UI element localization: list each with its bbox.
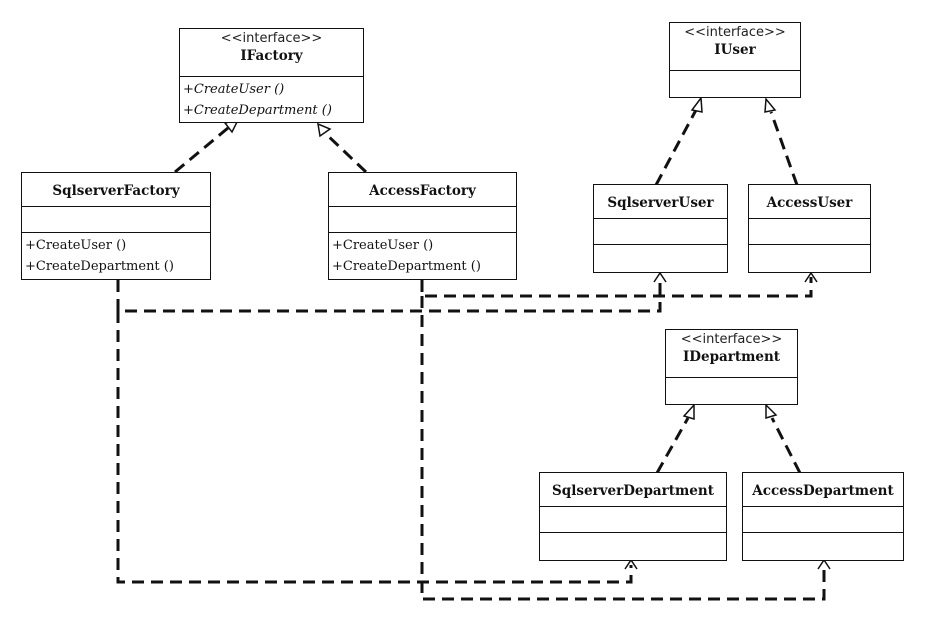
operation: +CreateDepartment () [25,259,174,274]
realization-arrowhead-icon [764,97,777,113]
attributes-compartment [749,219,870,245]
class-name: IDepartment [682,349,781,365]
class-header: <<interface>> IUser [670,23,800,71]
class-header: <<interface>> IFactory [180,29,363,77]
stereotype-label: <<interface>> [680,332,783,347]
class-header: AccessFactory [329,173,516,207]
realization-arrowhead-icon [682,403,695,421]
dependency-arrowhead-icon [804,271,818,283]
dependency-sqlserverfactory-sqlserverdepartment [116,311,633,584]
realization-arrowhead-icon [765,403,778,420]
class-name: SqlserverFactory [52,182,180,199]
operation: +CreateDepartment () [183,103,332,118]
class-header: SqlserverDepartment [540,473,726,507]
attributes-compartment [743,507,903,533]
operation: +CreateDepartment () [332,259,481,274]
class-sqlserverfactory: SqlserverFactory +CreateUser () +CreateD… [21,172,211,280]
class-name: IFactory [240,48,303,64]
operation: +CreateUser () [183,82,285,97]
class-iuser: <<interface>> IUser [669,22,801,98]
class-name: AccessUser [766,194,853,211]
class-name: SqlserverDepartment [552,482,714,499]
realization-arrowhead-icon [317,122,332,138]
class-ifactory: <<interface>> IFactory +CreateUser () +C… [179,28,364,123]
realization-accessdepartment-idepartment [770,417,802,474]
stereotype-label: <<interface>> [684,25,786,40]
dependency-arrowhead-icon [653,271,667,283]
class-header: SqlserverFactory [22,173,210,207]
class-header: AccessUser [749,185,870,219]
operations-compartment: +CreateUser () +CreateDepartment () [180,77,363,121]
realization-accessfactory-ifactory [324,132,368,174]
realization-sqlserveruser-iuser [654,109,698,186]
class-idepartment: <<interface>> IDepartment [665,329,798,405]
attributes-compartment [22,207,210,233]
realization-sqlserverfactory-ifactory [174,126,229,174]
realization-sqlserverdepartment-idepartment [655,417,690,474]
class-accessuser: AccessUser [748,184,871,273]
class-name: AccessFactory [369,182,476,199]
realization-accessuser-iuser [769,111,799,186]
stereotype-label: <<interface>> [220,31,323,46]
dependency-sqlserverfactory-sqlserveruser [116,277,662,313]
class-name: AccessDepartment [752,482,894,499]
class-header: SqlserverUser [594,185,727,219]
attributes-compartment [540,507,726,533]
class-header: AccessDepartment [743,473,903,507]
operations-compartment: +CreateUser () +CreateDepartment () [22,233,210,277]
dependency-accessfactory-accessuser [420,277,813,298]
class-sqlserverdepartment: SqlserverDepartment [539,472,727,561]
attributes-compartment [594,219,727,245]
attributes-compartment [329,207,516,233]
class-accessfactory: AccessFactory +CreateUser () +CreateDepa… [328,172,517,280]
class-name: IUser [714,42,756,58]
class-header: <<interface>> IDepartment [666,330,797,378]
operations-compartment: +CreateUser () +CreateDepartment () [329,233,516,277]
operation: +CreateUser () [332,238,434,253]
operation: +CreateUser () [25,238,127,253]
class-accessdepartment: AccessDepartment [742,472,904,561]
class-name: SqlserverUser [607,194,714,211]
class-sqlserveruser: SqlserverUser [593,184,728,273]
dependency-arrowhead-icon [817,558,831,570]
dependency-accessfactory-accessdepartment [420,296,826,601]
realization-arrowhead-icon [690,95,703,113]
